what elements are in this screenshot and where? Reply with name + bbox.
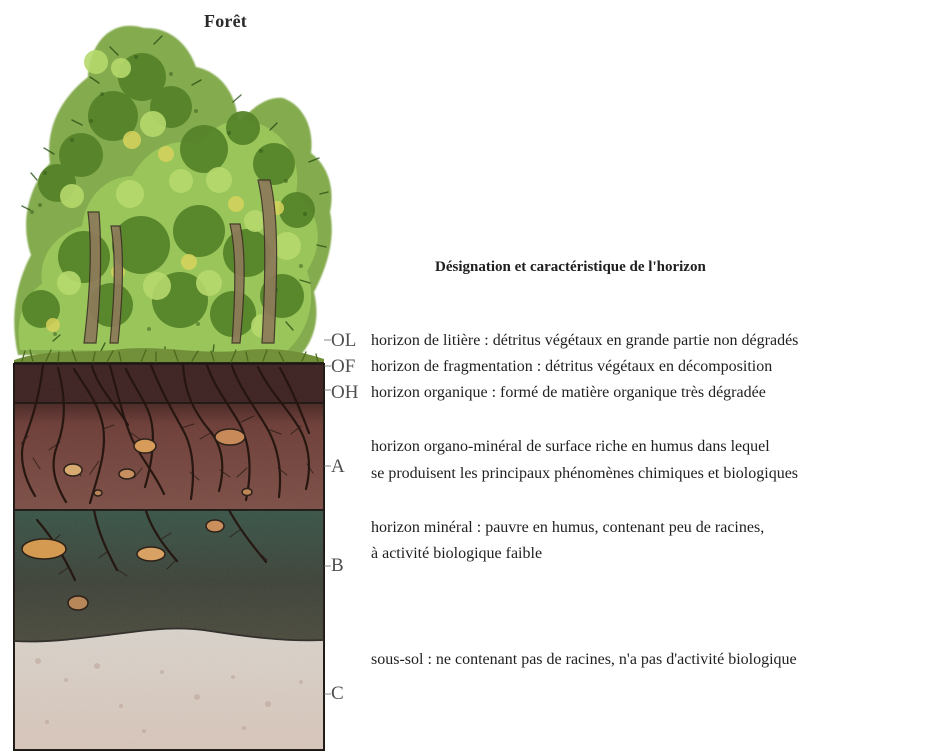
forest-canopy xyxy=(14,25,332,356)
horizon-description-oh-line-1: horizon organique : formé de matière org… xyxy=(371,384,766,401)
horizon-description-of-line-1: horizon de fragmentation : détritus végé… xyxy=(371,358,773,375)
horizon-code-ol: OL xyxy=(331,330,357,351)
horizon-code-b: B xyxy=(331,555,344,576)
forest-title: Forêt xyxy=(204,11,247,31)
tree-trunks xyxy=(83,179,278,344)
stones xyxy=(21,428,253,611)
horizon-code-oh: OH xyxy=(331,382,359,403)
horizon-description-a-line-2: se produisent les principaux phénomènes … xyxy=(371,465,799,482)
horizon-description-b-line-2: à activité biologique faible xyxy=(371,545,543,562)
soil-profile xyxy=(13,339,331,751)
horizon-description-c-line-1: sous-sol : ne contenant pas de racines, … xyxy=(371,651,797,668)
horizon-code-c: C xyxy=(331,683,344,704)
horizon-description-ol-line-1: horizon de litière : détritus végétaux e… xyxy=(371,332,799,349)
horizon-code-a: A xyxy=(331,456,345,477)
horizon-description-b-line-1: horizon minéral : pauvre en humus, conte… xyxy=(371,519,765,536)
horizon-code-of: OF xyxy=(331,356,356,377)
horizon-description-a-line-1: horizon organo-minéral de surface riche … xyxy=(371,438,770,455)
horizon-characteristics-heading: Désignation et caractéristique de l'hori… xyxy=(435,259,706,275)
